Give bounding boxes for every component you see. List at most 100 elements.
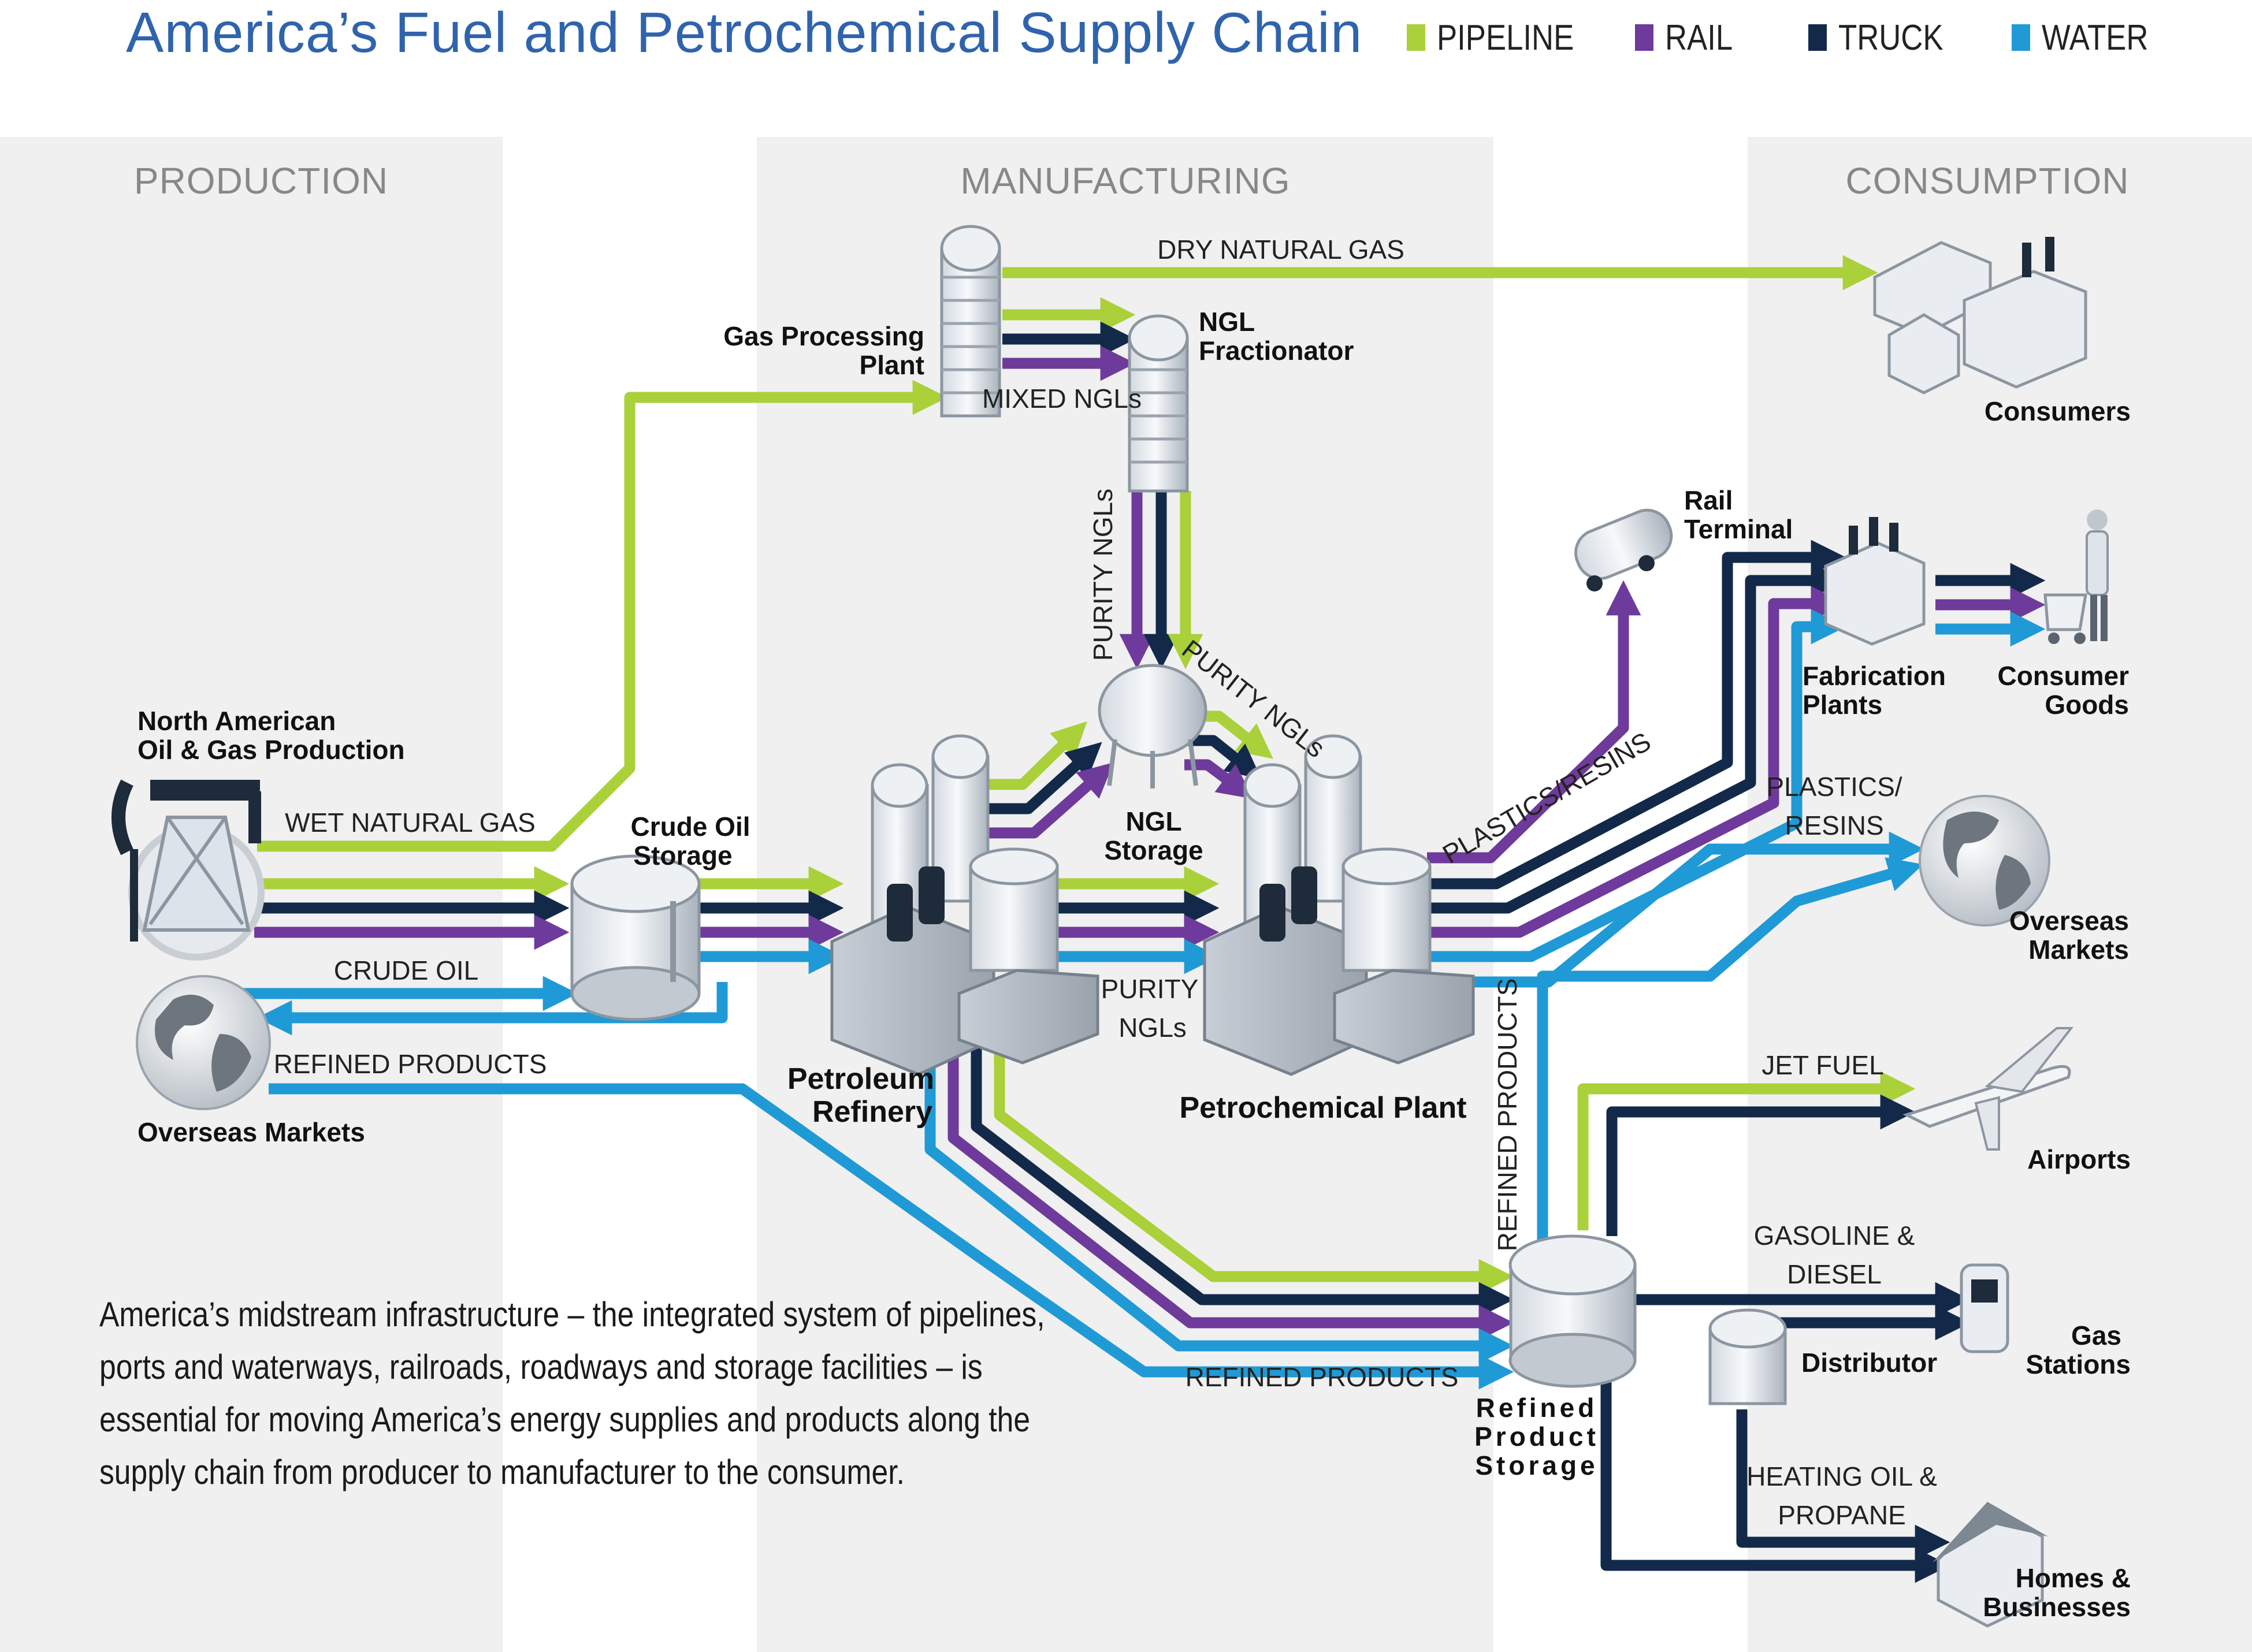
home-icon bbox=[1933, 1502, 2048, 1628]
legend-label-water: WATER bbox=[2042, 17, 2149, 58]
label-ngl-fractionator-2: Fractionator bbox=[1199, 336, 1354, 366]
legend-label-truck: TRUCK bbox=[1838, 17, 1943, 58]
flow-ref-storage-truck bbox=[971, 1045, 1514, 1318]
flow-refined-storage-water-up bbox=[1537, 857, 1924, 1242]
distributor-tank-icon bbox=[1708, 1308, 1787, 1405]
gas-processing-plant-icon bbox=[940, 225, 1001, 418]
flow-label-plastics-right-2: RESINS bbox=[1785, 810, 1883, 840]
label-gas-processing-2: Plant bbox=[860, 350, 924, 380]
flow-ref-storage-rail bbox=[947, 1045, 1514, 1341]
flow-ref-ngl-pipeline bbox=[982, 721, 1087, 790]
label-ngl-fractionator-1: NGL bbox=[1199, 307, 1255, 337]
label-homes-2: Businesses bbox=[1983, 1592, 2131, 1622]
flow-label-purity-mid-1: PURITY bbox=[1101, 974, 1199, 1004]
label-overseas-markets-right-1: Overseas bbox=[2009, 906, 2129, 936]
label-homes-1: Homes & bbox=[2016, 1563, 2131, 1593]
flow-label-crude-oil: CRUDE OIL bbox=[334, 955, 478, 985]
consumer-goods-icon bbox=[2043, 509, 2109, 644]
label-consumers: Consumers bbox=[1985, 396, 2131, 426]
flow-plastics-water bbox=[1427, 609, 1846, 962]
flow-refined-export-water bbox=[257, 982, 728, 1036]
flow-plastics-truck-1 bbox=[1427, 539, 1846, 890]
label-gas-processing-1: Gas Processing bbox=[723, 321, 924, 351]
flow-label-jet-fuel: JET FUEL bbox=[1762, 1050, 1883, 1080]
flow-plastics-overseas-water bbox=[1444, 831, 1924, 988]
legend-swatch-pipeline bbox=[1407, 24, 1425, 51]
label-overseas-markets-left: Overseas Markets bbox=[138, 1117, 365, 1147]
label-ngl-storage-1: NGL bbox=[1125, 806, 1181, 836]
label-refined-storage-2: Product bbox=[1474, 1422, 1599, 1452]
flow-ref-storage-water bbox=[924, 1045, 1514, 1364]
airplane-icon bbox=[1902, 1027, 2074, 1151]
label-fabrication-1: Fabrication bbox=[1803, 661, 1946, 691]
flow-label-refined-bottom: REFINED PRODUCTS bbox=[1186, 1362, 1459, 1392]
flow-label-heating-1: HEATING OIL & bbox=[1746, 1461, 1937, 1491]
flow-label-mixed-ngls: MIXED NGLs bbox=[982, 384, 1142, 414]
flow-label-purity-mid-2: NGLs bbox=[1118, 1013, 1187, 1043]
legend-truck: TRUCK bbox=[1808, 12, 1962, 64]
label-petrochemical-plant: Petrochemical Plant bbox=[1179, 1091, 1466, 1125]
label-production-1: North American bbox=[138, 706, 336, 736]
oil-gas-production-icon bbox=[112, 779, 265, 961]
flow-label-gasoline-1: GASOLINE & bbox=[1754, 1221, 1915, 1251]
legend-rail: RAIL bbox=[1635, 12, 1745, 64]
flow-wet-gas-pipeline bbox=[257, 379, 948, 852]
refined-product-storage-tank-icon bbox=[1508, 1234, 1637, 1388]
flow-label-purity-vertical: PURITY NGLs bbox=[1088, 489, 1118, 661]
flow-label-dry-gas: DRY NATURAL GAS bbox=[1157, 235, 1404, 265]
page-title: America’s Fuel and Petrochemical Supply … bbox=[126, 1, 1363, 64]
label-crude-storage-2: Storage bbox=[633, 840, 732, 870]
label-refined-storage-3: Storage bbox=[1475, 1450, 1598, 1480]
flow-jet-truck bbox=[1606, 1094, 1916, 1236]
flow-ref-storage-pipeline bbox=[994, 1045, 1514, 1294]
label-consumer-goods-1: Consumer bbox=[1998, 661, 2130, 691]
legend-water: WATER bbox=[2012, 12, 2167, 64]
flow-label-gasoline-2: DIESEL bbox=[1787, 1259, 1882, 1289]
legend-swatch-water bbox=[2012, 24, 2030, 51]
flow-heating-truck-2 bbox=[1600, 1381, 1950, 1583]
globe-left-icon bbox=[136, 975, 271, 1110]
legend-label-pipeline: PIPELINE bbox=[1437, 17, 1574, 58]
label-gas-stations-2: Stations bbox=[2026, 1349, 2131, 1379]
section-manufacturing: MANUFACTURING bbox=[960, 160, 1290, 202]
label-distributor: Distributor bbox=[1801, 1348, 1937, 1378]
description-paragraph: America’s midstream infrastructure – the… bbox=[99, 1295, 1045, 1491]
ngl-fractionator-icon bbox=[1128, 314, 1189, 493]
flow-plastics-rail-terminal bbox=[1427, 580, 1641, 864]
label-refined-storage-1: Refined bbox=[1476, 1393, 1598, 1423]
legend-pipeline: PIPELINE bbox=[1407, 12, 1598, 64]
legend-label-rail: RAIL bbox=[1665, 17, 1733, 58]
legend-swatch-rail bbox=[1635, 24, 1653, 51]
flow-ref-ngl-truck bbox=[982, 742, 1102, 814]
flow-label-heating-2: PROPANE bbox=[1778, 1500, 1906, 1530]
ngl-storage-sphere-icon bbox=[1098, 664, 1207, 788]
section-consumption: CONSUMPTION bbox=[1846, 160, 2130, 202]
flow-jet-pipeline bbox=[1577, 1071, 1916, 1230]
label-overseas-markets-right-2: Markets bbox=[2028, 935, 2129, 965]
label-rail-terminal-2: Terminal bbox=[1684, 514, 1793, 544]
flow-plastics-truck-2 bbox=[1427, 563, 1846, 914]
label-airports: Airports bbox=[2027, 1144, 2131, 1174]
section-production: PRODUCTION bbox=[134, 160, 388, 202]
label-fabrication-2: Plants bbox=[1803, 690, 1882, 720]
flow-ref-ngl-rail bbox=[982, 762, 1114, 839]
crude-oil-storage-tank-icon bbox=[570, 854, 701, 1021]
label-refinery-2: Refinery bbox=[812, 1095, 932, 1129]
legend-swatch-truck bbox=[1808, 24, 1827, 51]
globe-right-icon bbox=[1919, 795, 2050, 927]
flow-label-refined-left: REFINED PRODUCTS bbox=[274, 1049, 547, 1079]
flow-label-refined-vertical: REFINED PRODUCTS bbox=[1492, 978, 1522, 1252]
label-production-2: Oil & Gas Production bbox=[138, 735, 405, 765]
label-consumer-goods-2: Goods bbox=[2045, 690, 2129, 720]
label-crude-storage-1: Crude Oil bbox=[630, 812, 750, 842]
label-rail-terminal-1: Rail bbox=[1684, 485, 1733, 515]
gas-station-icon bbox=[1960, 1263, 2009, 1353]
flow-refined-products-water bbox=[269, 1083, 1514, 1390]
label-refinery-1: Petroleum bbox=[787, 1062, 934, 1096]
petrochemical-plant-icon bbox=[1203, 734, 1475, 1076]
fabrication-plants-icon bbox=[1824, 517, 1926, 646]
flow-plastics-rail bbox=[1427, 586, 1846, 938]
flow-label-wet-gas: WET NATURAL GAS bbox=[285, 808, 536, 838]
label-gas-stations-1: Gas bbox=[2071, 1320, 2121, 1350]
